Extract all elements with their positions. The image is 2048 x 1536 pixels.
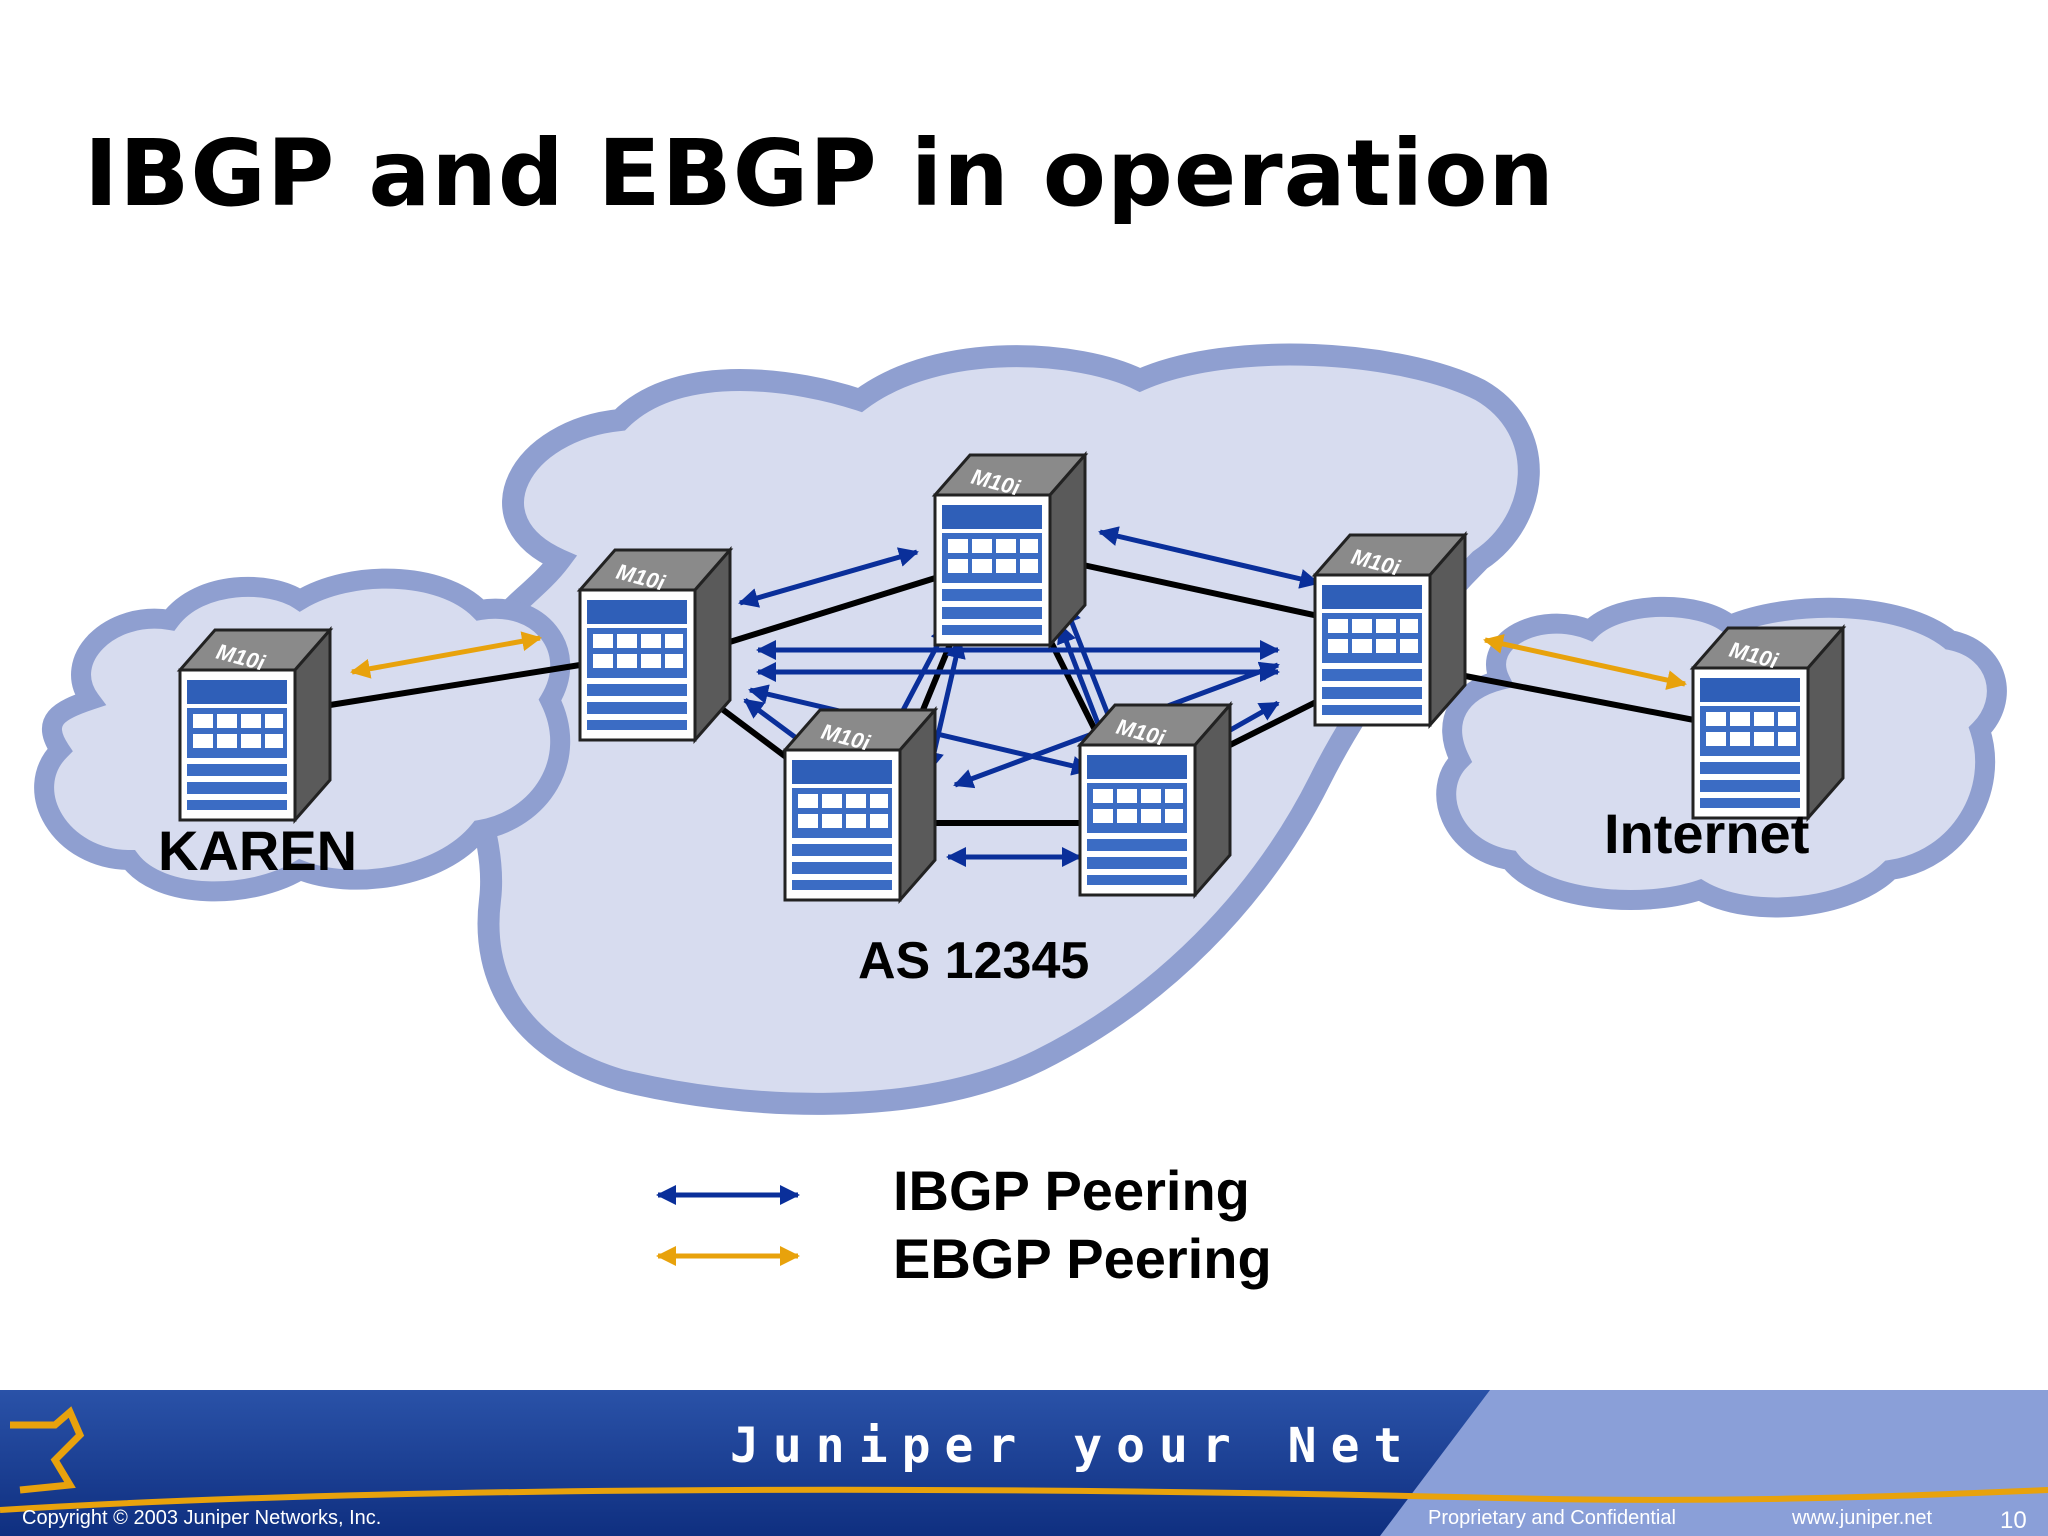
network-diagram: M10i M10i M10i M10i M10i M10i M10i KAREN… [34,343,2007,1266]
label-as-12345: AS 12345 [858,932,1089,990]
copyright-text: Copyright © 2003 Juniper Networks, Inc. [22,1507,382,1529]
confidential-text: Proprietary and Confidential [1428,1507,1676,1529]
router-as-top: M10i [933,453,1087,647]
legend-ebgp-label: EBGP Peering [893,1227,1272,1290]
footer-banner [0,1390,2048,1536]
router-as-bottom-left: M10i [783,708,937,902]
label-karen: KAREN [158,819,357,882]
legend-ibgp-label: IBGP Peering [893,1159,1250,1222]
router-karen: M10i [178,628,332,822]
brand-logo: Juniper your Net [730,1418,1417,1474]
arrow-logo-icon [10,1406,85,1494]
label-internet: Internet [1604,802,1809,865]
router-internet: M10i [1691,626,1845,820]
slide-title: IBGP and EBGP in operation [84,120,1555,227]
router-as-bottom-right: M10i [1078,703,1232,897]
router-as-right: M10i [1313,533,1467,727]
ebgp-peerings [350,631,1687,690]
page-number: 10 [2000,1507,2027,1534]
router-as-left: M10i [578,548,732,742]
website-link[interactable]: www.juniper.net [1792,1507,1933,1529]
